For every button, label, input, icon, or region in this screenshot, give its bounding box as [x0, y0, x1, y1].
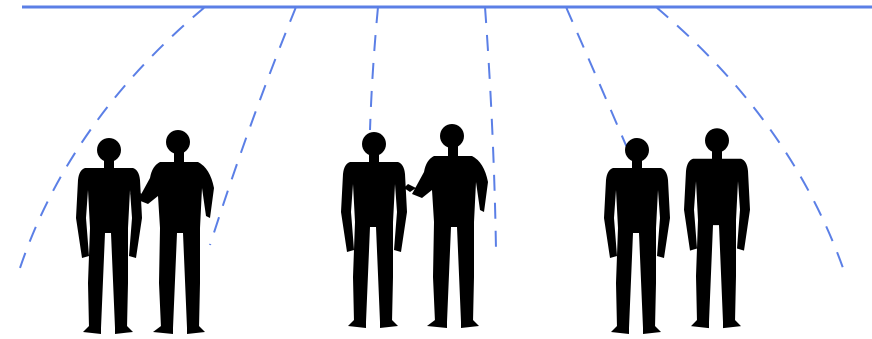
person-right-1	[604, 138, 670, 334]
coverage-line-left-inner	[210, 7, 296, 245]
person-left-1	[76, 138, 142, 334]
person-middle-1	[341, 132, 407, 328]
coverage-line-right-inner	[566, 7, 628, 150]
people	[76, 124, 750, 334]
person-left-2	[130, 130, 214, 334]
coverage-line-right-outer	[656, 7, 843, 268]
coverage-line-middle-left	[370, 7, 378, 130]
coverage-line-middle-right	[485, 7, 496, 250]
person-right-2	[684, 128, 750, 328]
person-middle-2	[404, 124, 488, 328]
